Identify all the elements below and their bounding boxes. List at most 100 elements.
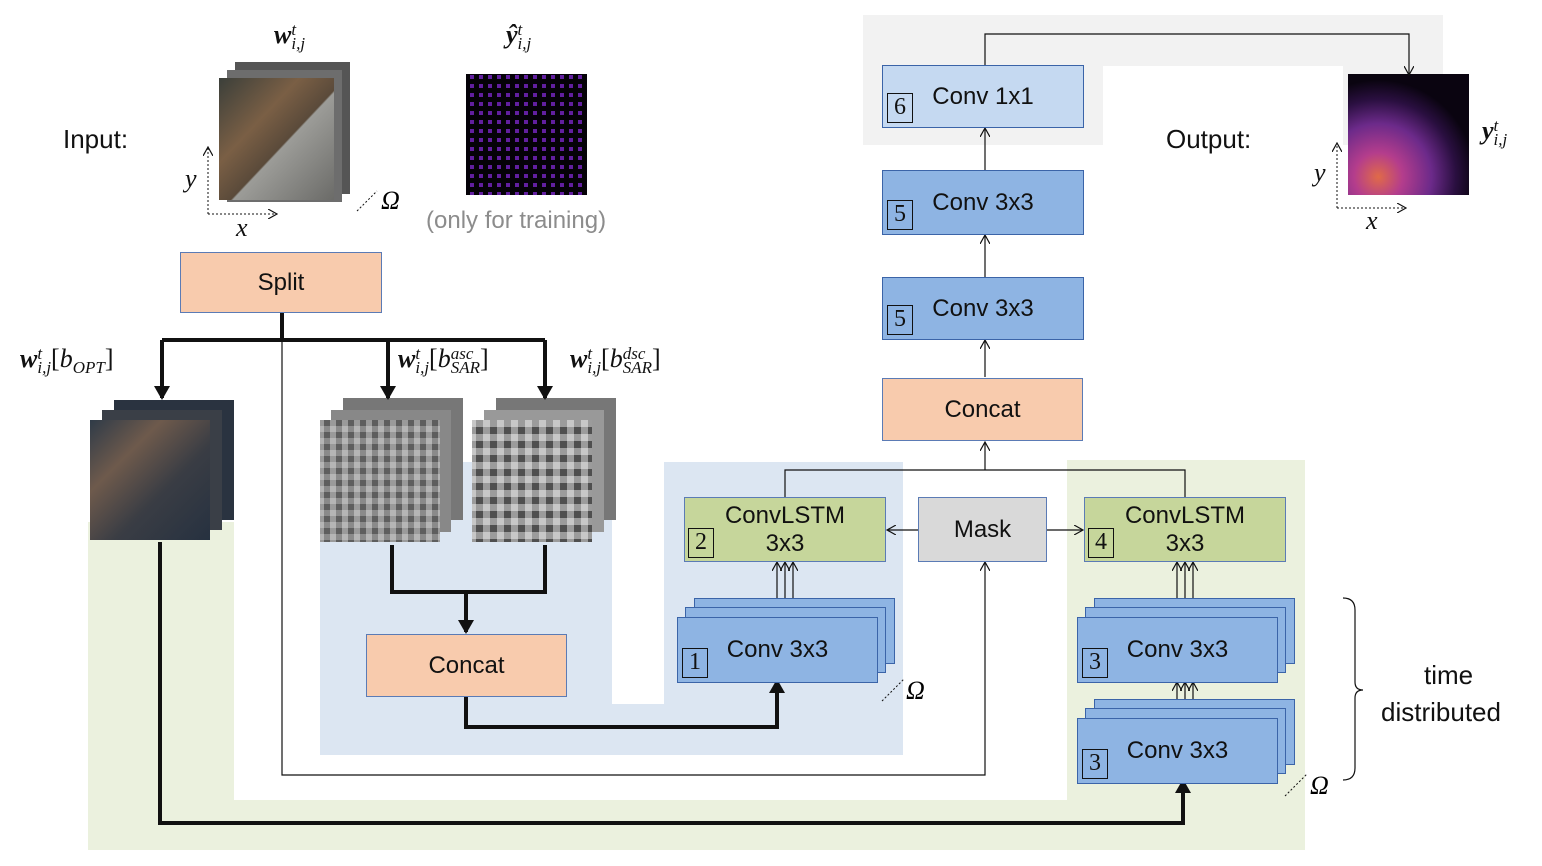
- convlstm-a-up: [784, 469, 1186, 497]
- sar-dsc-sub: SAR: [622, 358, 652, 378]
- conv1-label: Conv 3x3: [726, 636, 829, 663]
- output-symbol-t: t: [1493, 116, 1499, 136]
- sar-dsc-lbr: [: [601, 344, 610, 373]
- sar-asc-image-front: [320, 420, 440, 542]
- optical-to-conv3: [158, 542, 1191, 825]
- ground-truth-symbol-y: ŷ: [506, 20, 518, 49]
- sar-dsc-b: b: [609, 344, 623, 373]
- conv1-block: Conv 3x3 1: [677, 617, 878, 683]
- sar-dsc-w: w: [570, 344, 588, 373]
- convlstm-b-line2: 3x3: [1165, 529, 1205, 557]
- sar-dsc-t: t: [587, 344, 593, 364]
- input-symbol-t: t: [291, 20, 297, 40]
- split-block: Split: [180, 252, 382, 313]
- conv6-to-output: [984, 33, 1409, 74]
- output-axis-x: x: [1366, 206, 1378, 235]
- ground-truth-image: [466, 74, 587, 195]
- omega-arrow-input: [356, 190, 378, 212]
- output-label: Output:: [1166, 124, 1252, 154]
- omega-input: Ω: [381, 186, 400, 215]
- convlstm-a-line1: ConvLSTM: [724, 501, 846, 529]
- conv1-number: 1: [682, 648, 708, 678]
- conv5b-label: Conv 3x3: [932, 188, 1034, 216]
- output-prediction-image: [1348, 74, 1469, 195]
- optical-ij: i,j: [37, 358, 52, 378]
- training-note: (only for training): [426, 207, 607, 234]
- sar-asc-w: w: [398, 344, 416, 373]
- sar-dsc-image-front: [472, 420, 592, 542]
- sar-asc-rbr: ]: [480, 344, 489, 373]
- convlstm-a-block: ConvLSTM 3x3 2: [684, 497, 886, 562]
- conv5b-block: Conv 3x3 5: [882, 170, 1084, 235]
- conv3a-block: Conv 3x3 3: [1077, 617, 1278, 683]
- sar-dsc-rbr: ]: [652, 344, 661, 373]
- input-symbol-w: w: [274, 20, 292, 49]
- time-distributed-line2: distributed: [1381, 697, 1501, 727]
- conv3b-number: 3: [1082, 749, 1108, 779]
- output-region-cutout: [1103, 66, 1343, 145]
- omega-arrow-conv1: [881, 678, 905, 702]
- sar-asc-lbr: [: [429, 344, 438, 373]
- output-symbol-y: y: [1482, 116, 1494, 145]
- conv6-number: 6: [887, 93, 913, 123]
- conv5a-block: Conv 3x3 5: [882, 277, 1084, 340]
- output-symbol-ij: i,j: [1493, 130, 1508, 150]
- mask-block: Mask: [918, 497, 1047, 562]
- convlstm-b-line1: ConvLSTM: [1124, 501, 1246, 529]
- omega-conv3: Ω: [1310, 771, 1329, 800]
- convlstm-a-line2: 3x3: [765, 529, 805, 557]
- conv5a-label: Conv 3x3: [932, 294, 1034, 322]
- input-symbol-ij: i,j: [291, 34, 306, 54]
- omega-arrow-conv3: [1284, 773, 1308, 797]
- optical-rbr: ]: [104, 344, 114, 373]
- conv6-label: Conv 1x1: [932, 82, 1034, 110]
- optical-sub: OPT: [72, 358, 105, 378]
- input-axis-y: y: [185, 164, 197, 193]
- conv5b-number: 5: [887, 200, 913, 230]
- convlstm-b-number: 4: [1088, 528, 1114, 558]
- concat-top-block: Concat: [882, 378, 1083, 441]
- sar-asc-sup: asc: [450, 344, 474, 364]
- conv3a-number: 3: [1082, 648, 1108, 678]
- sar-asc-sub: SAR: [450, 358, 480, 378]
- sar-asc-ij: i,j: [415, 358, 430, 378]
- input-label: Input:: [63, 124, 129, 154]
- optical-t: t: [37, 344, 43, 364]
- conv6-block: Conv 1x1 6: [882, 65, 1084, 128]
- convlstm-a-number: 2: [688, 528, 714, 558]
- convlstm-b-block: ConvLSTM 3x3 4: [1084, 497, 1286, 562]
- sar-asc-b: b: [437, 344, 451, 373]
- conv5a-number: 5: [887, 305, 913, 335]
- gap-region: [612, 462, 664, 704]
- optical-image-front: [90, 420, 210, 540]
- output-axis-y: y: [1314, 158, 1326, 187]
- optical-b: b: [59, 344, 73, 373]
- concat-to-conv1: [464, 679, 785, 729]
- ground-truth-symbol-t: t: [517, 20, 523, 40]
- time-distributed-line1: time: [1424, 660, 1474, 690]
- input-image-front: [219, 78, 334, 200]
- omega-conv1: Ω: [906, 676, 925, 705]
- sar-merge: [390, 545, 547, 594]
- conv3b-block: Conv 3x3 3: [1077, 718, 1278, 784]
- optical-w: w: [20, 344, 38, 373]
- concat-sar-block: Concat: [366, 634, 567, 697]
- input-axis-x: x: [236, 213, 248, 242]
- time-distributed-brace: [1342, 597, 1364, 781]
- conv3a-label: Conv 3x3: [1126, 636, 1229, 663]
- sar-asc-t: t: [415, 344, 421, 364]
- sar-dsc-sup: dsc: [622, 344, 646, 364]
- optical-lbr: [: [51, 344, 60, 373]
- sar-dsc-ij: i,j: [587, 358, 602, 378]
- conv3b-label: Conv 3x3: [1126, 737, 1229, 764]
- split-to-mask: [281, 340, 985, 776]
